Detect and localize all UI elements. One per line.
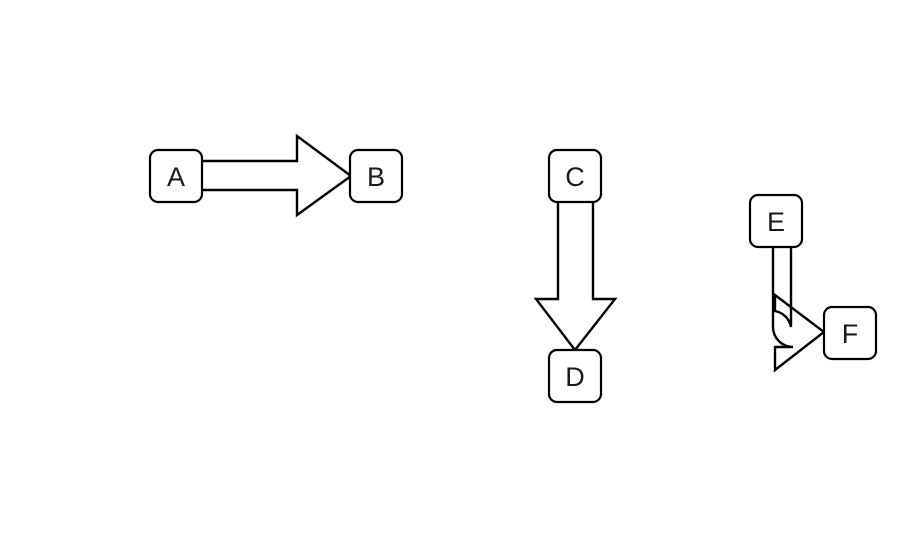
edge-c-to-d-arrow-body (533, 198, 618, 352)
edge-e-to-f-arrow-body (771, 241, 826, 373)
node-f-box (822, 305, 878, 361)
node-c-label: C (565, 162, 585, 192)
node-c-box (547, 148, 603, 204)
node-e-label: E (767, 207, 785, 237)
node-d[interactable]: D (547, 348, 603, 404)
node-f[interactable]: F (822, 305, 878, 361)
node-f-label: F (842, 319, 859, 349)
node-a[interactable]: A (148, 148, 204, 204)
node-b[interactable]: B (348, 148, 404, 204)
node-c[interactable]: C (547, 148, 603, 204)
node-e-box (748, 193, 804, 249)
edge-c-to-d[interactable] (533, 198, 618, 352)
node-a-box (148, 148, 204, 204)
edge-e-to-f[interactable] (771, 241, 826, 373)
node-a-label: A (167, 162, 185, 192)
node-d-box (547, 348, 603, 404)
node-d-label: D (565, 362, 585, 392)
node-e[interactable]: E (748, 193, 804, 249)
node-b-label: B (367, 162, 385, 192)
node-b-box (348, 148, 404, 204)
edge-a-to-b[interactable] (198, 133, 354, 218)
edge-a-to-b-arrow-body (198, 133, 354, 218)
